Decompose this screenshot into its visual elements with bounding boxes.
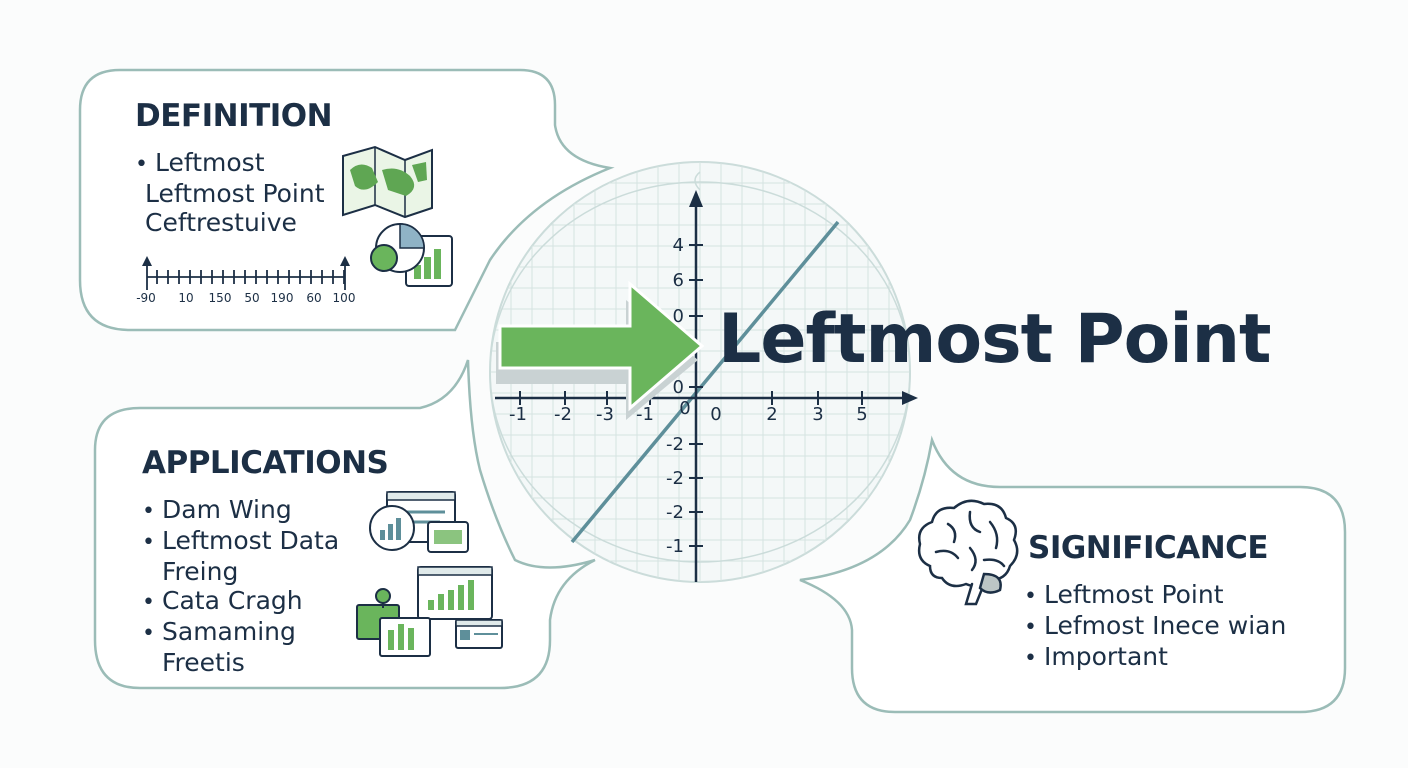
definition-heading: DEFINITION xyxy=(135,98,333,134)
x-tick-label: -3 xyxy=(596,404,614,425)
significance-section: SIGNIFICANCE •Leftmost Point •Lefmost In… xyxy=(1024,530,1286,673)
number-line xyxy=(146,262,346,290)
definition-list: •Leftmost Leftmost Point Ceftrestuive xyxy=(135,148,332,237)
list-item: Freing xyxy=(162,557,239,586)
list-item: •Leftmost xyxy=(135,148,265,177)
number-line-label: 60 xyxy=(306,291,321,305)
list-item: •Leftmost Data xyxy=(142,526,340,555)
number-line-label: 190 xyxy=(271,291,294,305)
x-tick-label: 2 xyxy=(766,404,777,425)
significance-panel xyxy=(795,435,1347,714)
x-tick-label: 5 xyxy=(856,404,867,425)
graph-line xyxy=(570,220,840,544)
y-tick-label: -2 xyxy=(666,502,684,523)
number-line-label: 150 xyxy=(209,291,232,305)
y-tick-label: 0 xyxy=(673,377,684,398)
list-item: •Cata Cragh xyxy=(142,586,303,615)
y-tick-label: 0 xyxy=(673,306,684,327)
applications-list: •Dam Wing •Leftmost Data Freing •Cata Cr… xyxy=(142,495,388,677)
definition-section: DEFINITION •Leftmost Leftmost Point Ceft… xyxy=(135,98,333,237)
significance-heading: SIGNIFICANCE xyxy=(1028,530,1269,566)
number-line-label: -90 xyxy=(136,291,156,305)
list-item: •Important xyxy=(1024,642,1168,671)
y-tick-label: -2 xyxy=(666,468,684,489)
x-tick-label: 3 xyxy=(812,404,823,425)
list-item: •Samaming xyxy=(142,617,296,646)
number-line-label: 50 xyxy=(244,291,259,305)
y-tick-label: -1 xyxy=(666,536,684,557)
pie-chart-icon xyxy=(370,223,453,287)
dashboard-icon xyxy=(356,491,503,657)
page-title: Leftmost Point xyxy=(718,300,1272,379)
list-item: •Dam Wing xyxy=(142,495,292,524)
y-tick-label: -2 xyxy=(666,434,684,455)
green-arrow xyxy=(498,280,705,412)
list-item: •Lefmost Inece wian xyxy=(1024,611,1287,640)
brain-icon xyxy=(917,499,1019,606)
applications-section: APPLICATIONS •Dam Wing •Leftmost Data Fr… xyxy=(142,445,389,677)
x-tick-label: -1 xyxy=(636,404,654,425)
x-tick-label: 0 xyxy=(679,398,690,419)
number-line-label: 10 xyxy=(178,291,193,305)
x-tick-label: -1 xyxy=(509,404,527,425)
x-tick-label: 0 xyxy=(710,404,721,425)
list-item: Freetis xyxy=(162,648,245,677)
list-item: Ceftrestuive xyxy=(145,208,297,237)
significance-list: •Leftmost Point •Lefmost Inece wian •Imp… xyxy=(1024,580,1286,673)
applications-heading: APPLICATIONS xyxy=(142,445,389,481)
y-tick-label: 4 xyxy=(673,235,684,256)
number-line-label: 100 xyxy=(333,291,356,305)
map-icon xyxy=(342,145,433,219)
list-item: Leftmost Point xyxy=(145,179,325,208)
x-tick-label: -2 xyxy=(554,404,572,425)
y-tick-label: 6 xyxy=(673,270,684,291)
list-item: •Leftmost Point xyxy=(1024,580,1224,609)
